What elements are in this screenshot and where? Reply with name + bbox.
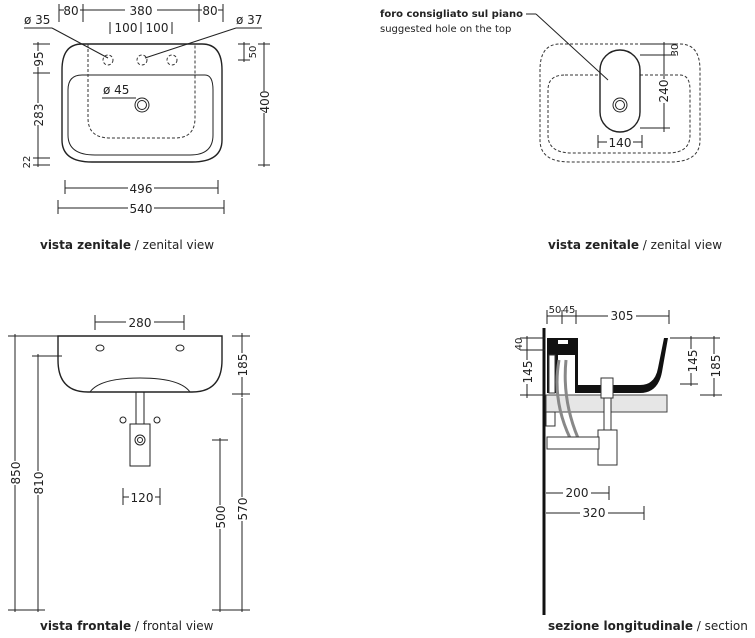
- drain-icon: [134, 97, 150, 113]
- tap-hole-icon: [102, 54, 114, 66]
- dim-dia-37: ø 37: [236, 13, 262, 27]
- top-view-right: foro consigliato sul piano suggested hol…: [380, 9, 722, 252]
- drain-pipe: [600, 377, 614, 399]
- dim-100-a: 100: [115, 21, 138, 35]
- tap-hole-icon: [136, 54, 148, 66]
- dim-30: 30: [670, 44, 681, 57]
- dim-280: 280: [129, 316, 152, 330]
- dim-200: 200: [566, 486, 589, 500]
- dim-283: 283: [32, 104, 46, 127]
- dim-380: 380: [130, 4, 153, 18]
- dim-145-right: 145: [686, 350, 700, 373]
- dim-185: 185: [709, 355, 723, 378]
- dim-50: 50: [549, 305, 562, 316]
- drain-pipe: [135, 391, 145, 425]
- tap-hole-icon: [166, 54, 178, 66]
- dim-120: 120: [131, 491, 154, 505]
- siphon: [129, 423, 151, 467]
- dim-540: 540: [130, 202, 153, 216]
- caption-section: sezione longitudinale / section: [548, 619, 748, 633]
- note-italian: foro consigliato sul piano: [380, 9, 523, 20]
- top-view-left: 80 380 80 100 100 ø 35 ø 37 ø 45 95 283 …: [22, 3, 272, 252]
- dim-185: 185: [236, 354, 250, 377]
- dim-140: 140: [609, 136, 632, 150]
- longitudinal-section: 50 45 305 40 145 145 185 200 320 sezione…: [514, 305, 748, 633]
- dim-40: 40: [514, 338, 525, 351]
- basin-inner: [67, 74, 214, 156]
- dim-240: 240: [657, 80, 671, 103]
- dim-100-b: 100: [146, 21, 169, 35]
- dim-810: 810: [32, 472, 46, 495]
- dim-305: 305: [611, 309, 634, 323]
- dim-80-left: 80: [63, 4, 78, 18]
- dim-500: 500: [214, 506, 228, 529]
- dim-95: 95: [32, 51, 46, 66]
- dim-145-left: 145: [521, 361, 535, 384]
- dim-496: 496: [130, 182, 153, 196]
- caption-frontal-view: vista frontale / frontal view: [40, 619, 214, 633]
- caption-zenital-view-right: vista zenitale / zenital view: [548, 238, 722, 252]
- dim-850: 850: [9, 462, 23, 485]
- dim-45: 45: [563, 305, 576, 316]
- dim-570: 570: [236, 498, 250, 521]
- suggested-hole: [599, 49, 641, 133]
- dim-22: 22: [22, 156, 33, 169]
- dim-dia-35: ø 35: [24, 13, 50, 27]
- siphon: [597, 429, 618, 466]
- dim-dia-45: ø 45: [103, 83, 129, 97]
- basin-outline: [61, 43, 223, 163]
- caption-zenital-view-left: vista zenitale / zenital view: [40, 238, 214, 252]
- frontal-view: 280 185 120 850 810 500 570 vista fronta…: [8, 315, 250, 633]
- note-english: suggested hole on the top: [380, 24, 511, 35]
- basin-front: [57, 335, 223, 393]
- basin-outline-dashed: [539, 43, 701, 163]
- dim-320: 320: [583, 506, 606, 520]
- drain-icon: [612, 97, 628, 113]
- dim-80-right: 80: [202, 4, 217, 18]
- dim-50: 50: [248, 46, 259, 59]
- dim-400: 400: [258, 91, 272, 114]
